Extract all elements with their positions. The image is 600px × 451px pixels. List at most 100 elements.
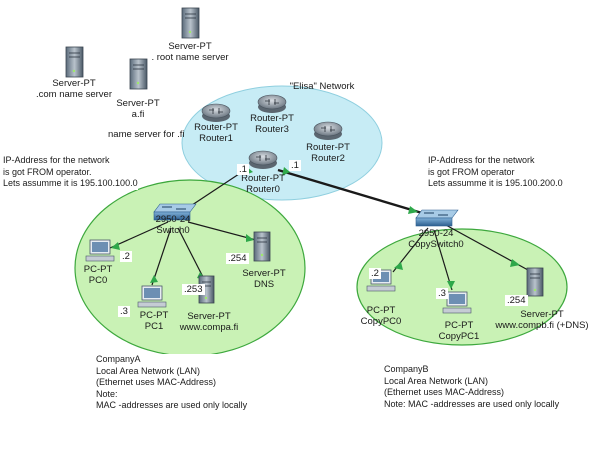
- device-type: PC-PT: [444, 320, 474, 331]
- isp-network-cloud: [181, 85, 383, 201]
- server-dns-label[interactable]: Server-PT DNS: [242, 268, 286, 290]
- copypc0-ip: .2: [369, 268, 381, 279]
- note-line: Local Area Network (LAN): [384, 375, 489, 386]
- link-light: [282, 167, 290, 176]
- note-line: Lets assumme it is 195.100.100.0: [3, 178, 138, 188]
- device-type: Router-PT: [241, 173, 285, 184]
- device-name: .com name server: [35, 89, 113, 100]
- device-name: DNS: [253, 279, 275, 290]
- device-name: www.compb.fi (+DNS): [495, 320, 589, 331]
- server-icon: [181, 7, 200, 39]
- device-type: Server-PT: [520, 309, 564, 320]
- copyswitch0-label[interactable]: 2950-24 CopySwitch0: [406, 228, 466, 250]
- note-line: Note:: [96, 388, 118, 399]
- device-type: PC-PT: [139, 310, 169, 321]
- device-type: 2950-24: [155, 214, 191, 225]
- device-name: CopyPC0: [360, 316, 402, 327]
- fi-caption: name server for .fi: [108, 129, 185, 140]
- device-name: PC1: [144, 321, 164, 332]
- device-type: Server-PT: [187, 311, 231, 322]
- cable-switch0-pc1: [151, 227, 172, 286]
- copypc0-label[interactable]: PC-PT CopyPC0: [358, 305, 404, 327]
- cable-switch0-server-www: [177, 227, 205, 280]
- switch-icon: [153, 203, 197, 221]
- company-b-note: CompanyB Local Area Network (LAN) (Ether…: [384, 364, 560, 410]
- device-type: PC-PT: [83, 264, 113, 275]
- device-type: Server-PT: [168, 41, 212, 52]
- device-type: Router-PT: [306, 142, 350, 153]
- router-icon: [257, 94, 287, 113]
- isp-title: "Elisa" Network: [289, 81, 355, 92]
- note-line: Lets assumme it is 195.100.200.0: [428, 178, 563, 188]
- router0-if-right-ip: .1: [289, 160, 301, 171]
- router0-if-left-ip: .1: [237, 164, 249, 175]
- device-name: CopyPC1: [438, 331, 480, 342]
- cable-router0-copyswitch0: [277, 168, 423, 215]
- note-line: (Ethernet uses MAC-Address): [96, 377, 217, 387]
- device-type: Router-PT: [194, 122, 238, 133]
- router1-label[interactable]: Router-PT Router1: [190, 122, 242, 144]
- pc0-ip: .2: [120, 251, 132, 262]
- note-line: is got FROM operator.: [3, 166, 92, 177]
- server-com-label[interactable]: Server-PT .com name server: [34, 78, 114, 100]
- note-line: MAC -addresses are used only locally: [96, 400, 248, 410]
- pc-icon: [85, 239, 115, 262]
- lan-b-ellipse: [356, 228, 568, 346]
- device-type: Server-PT: [116, 98, 160, 109]
- server-compb-label[interactable]: Server-PT www.compb.fi (+DNS): [494, 309, 590, 331]
- device-type: Server-PT: [52, 78, 96, 89]
- server-root-label[interactable]: Server-PT . root name server: [150, 41, 230, 63]
- switch0-label[interactable]: 2950-24 Switch0: [148, 214, 198, 236]
- router0-label[interactable]: Router-PT Router0: [237, 173, 289, 195]
- device-type: 2950-24: [418, 228, 454, 239]
- server-www-label[interactable]: Server-PT www.compa.fi: [178, 311, 240, 333]
- note-line: (Ethernet uses MAC-Address): [384, 387, 505, 397]
- switch-icon: [415, 209, 459, 227]
- router-icon: [248, 150, 278, 169]
- device-name: Switch0: [156, 225, 190, 236]
- device-name: www.compa.fi: [179, 322, 239, 333]
- link-light: [246, 234, 254, 242]
- router3-label[interactable]: Router-PT Router3: [246, 113, 298, 135]
- note-line: Note: MAC -addresses are used only local…: [384, 398, 560, 409]
- router2-label[interactable]: Router-PT Router2: [302, 142, 354, 164]
- pc0-label[interactable]: PC-PT PC0: [78, 264, 118, 286]
- device-name: Router1: [199, 133, 233, 144]
- pc-icon: [442, 291, 472, 314]
- router-icon: [313, 121, 343, 140]
- device-type: PC-PT: [366, 305, 396, 316]
- router-icon: [201, 103, 231, 122]
- server-icon: [129, 58, 148, 90]
- note-line: IP-Address for the network: [428, 155, 535, 165]
- device-type: Server-PT: [242, 268, 286, 279]
- link-light: [510, 259, 520, 267]
- copypc1-label[interactable]: PC-PT CopyPC1: [436, 320, 482, 342]
- device-name: Router0: [246, 184, 280, 195]
- server-fi-label[interactable]: Server-PT a.fi: [108, 98, 168, 120]
- link-light: [447, 281, 455, 289]
- device-name: Router2: [311, 153, 345, 164]
- link-light: [394, 262, 403, 270]
- note-line: Local Area Network (LAN): [96, 365, 201, 376]
- note-line: is got FROM operator: [428, 166, 515, 177]
- note-line: CompanyA: [96, 354, 141, 364]
- device-name: CopySwitch0: [408, 239, 464, 250]
- server-dns-ip: .254: [226, 253, 249, 264]
- cable-switch0-pc0: [109, 221, 169, 249]
- server-compb-ip: .254: [505, 295, 528, 306]
- cable-copyswitch0-copypc1: [433, 229, 453, 291]
- server-icon: [526, 267, 544, 297]
- device-name: Router3: [255, 124, 289, 135]
- company-a-note: CompanyA Local Area Network (LAN) (Ether…: [96, 354, 248, 412]
- pc1-label[interactable]: PC-PT PC1: [134, 310, 174, 332]
- device-type: Router-PT: [250, 113, 294, 124]
- device-name: . root name server: [151, 52, 229, 63]
- pc-icon: [137, 285, 167, 308]
- link-light: [150, 275, 158, 283]
- copypc1-ip: .3: [436, 288, 448, 299]
- device-name: a.fi: [131, 109, 145, 120]
- server-icon: [65, 46, 84, 78]
- pc1-ip: .3: [118, 306, 130, 317]
- note-line: IP-Address for the network: [3, 155, 110, 165]
